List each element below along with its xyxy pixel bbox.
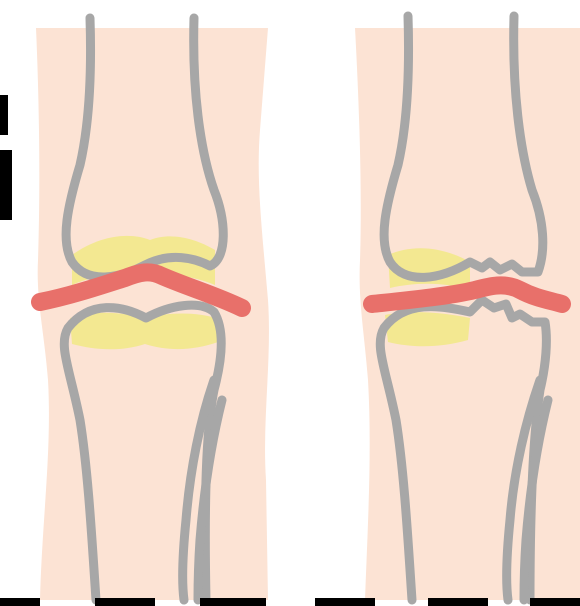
bottom-mark-3 [200,598,266,606]
bottom-mark-2 [95,598,155,606]
left-edge-mark-top [0,95,8,135]
damaged-knee-panel [355,16,580,600]
left-edge-mark-bottom [0,150,12,220]
bottom-mark-6 [530,598,580,606]
bottom-mark-4 [315,598,375,606]
bottom-mark-5 [428,598,488,606]
healthy-knee-panel [36,18,269,600]
bottom-mark-1 [0,598,40,606]
